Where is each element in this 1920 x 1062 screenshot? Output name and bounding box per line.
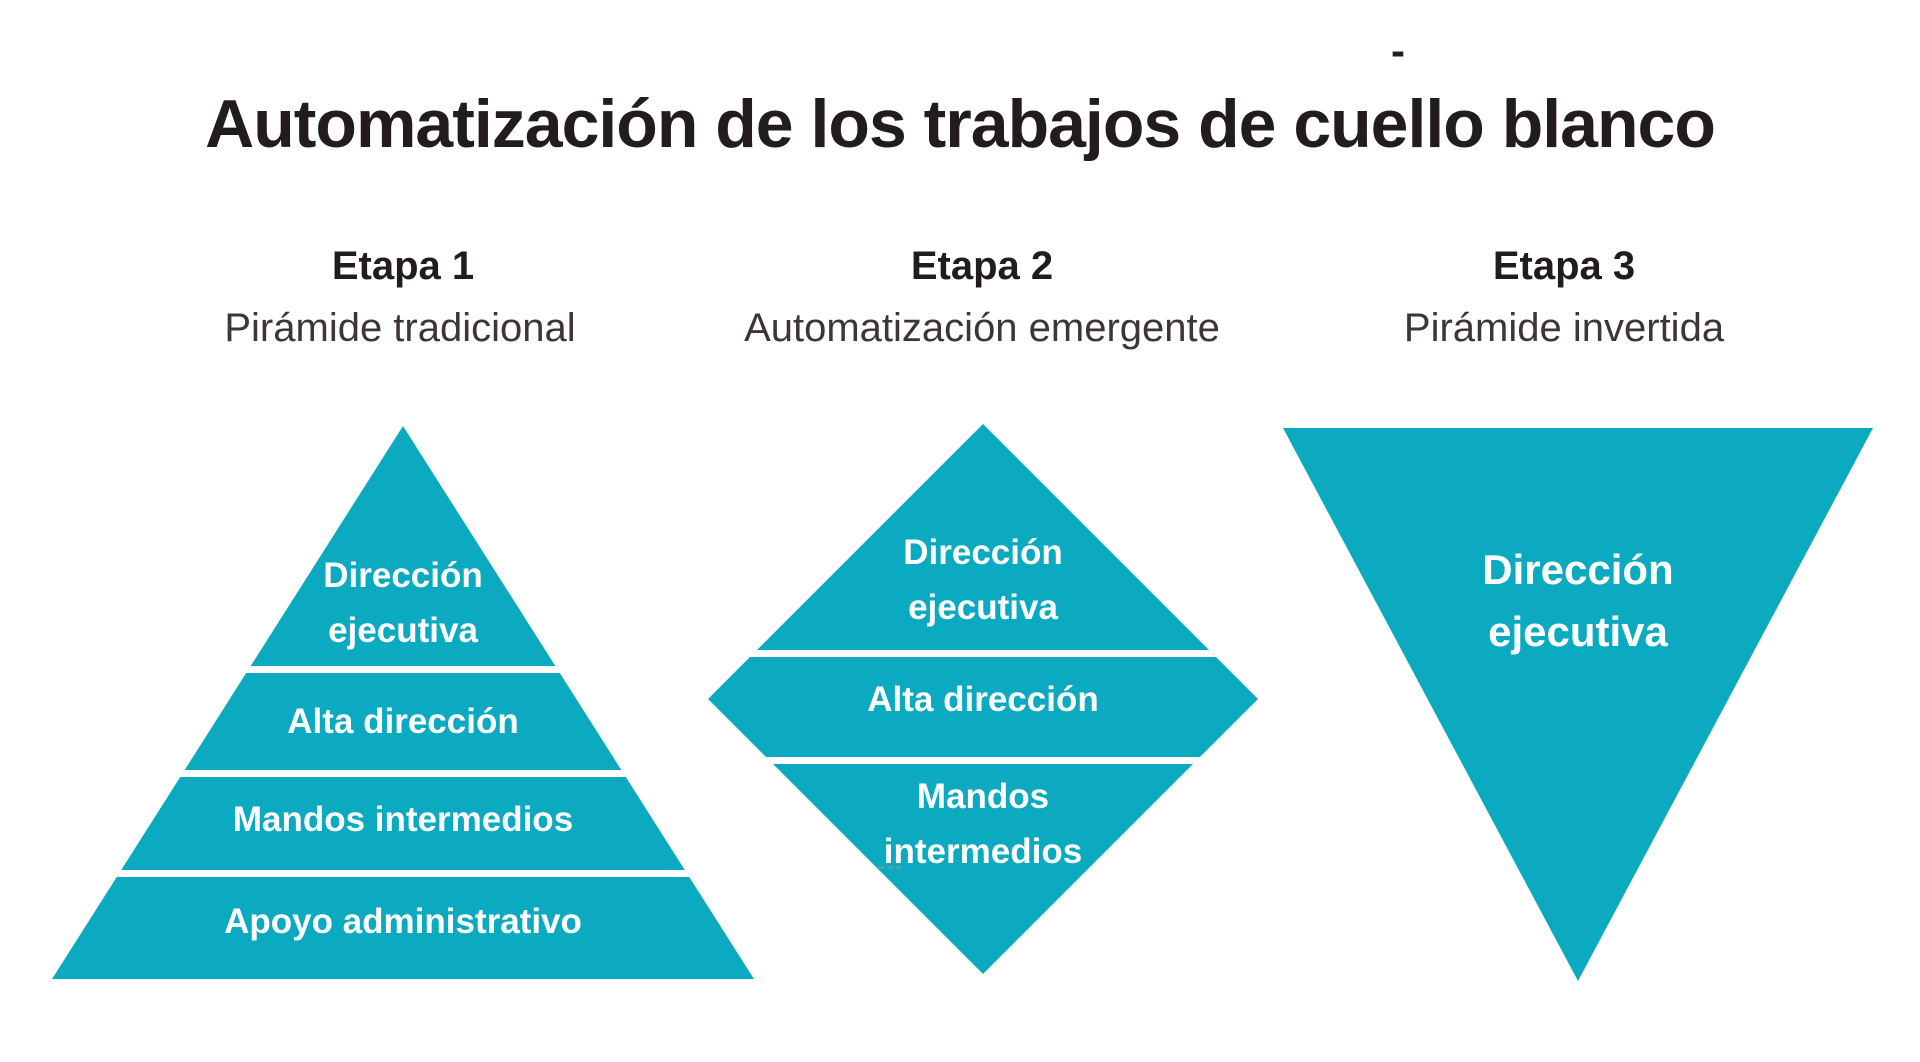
stage3-heading: Etapa 3 [1492,244,1636,288]
level-divider [708,650,1258,657]
label-line: Dirección [903,533,1063,572]
stage2-heading: Etapa 2 [910,244,1054,288]
pyramid-level-direccion-ejecutiva: Dirección ejecutiva [52,548,754,658]
pyramid-level-apoyo-administrativo: Apoyo administrativo [224,902,582,941]
label-line: Dirección [323,556,483,595]
stage2-subtitle: Automatización emergente [744,306,1220,350]
level-divider [52,870,754,877]
smudge-artifact [844,866,902,869]
label-line: ejecutiva [328,611,478,650]
diamond-level-direccion-ejecutiva: Dirección ejecutiva [708,525,1258,635]
inverted-pyramid-shape: Dirección ejecutiva [1283,428,1873,981]
emerging-automation-diamond-shape: Dirección ejecutiva Alta dirección Mando… [708,424,1258,974]
diamond-level-alta-direccion: Alta dirección [867,680,1099,719]
pyramid-level-alta-direccion: Alta dirección [287,702,519,741]
traditional-pyramid-shape: Dirección ejecutiva Alta dirección Mando… [52,426,754,979]
label-line: Dirección [1482,546,1674,593]
inverted-level-direccion-ejecutiva: Dirección ejecutiva [1283,539,1873,663]
stage1-heading: Etapa 1 [331,244,475,288]
label-line: ejecutiva [908,588,1058,627]
label-line: intermedios [883,832,1083,871]
level-divider [708,757,1258,764]
level-divider [52,666,754,673]
pyramid-level-mandos-intermedios: Mandos intermedios [232,800,574,839]
page-title: Automatización de los trabajos de cuello… [205,85,1716,162]
label-line: ejecutiva [1488,608,1668,655]
diamond-level-mandos-intermedios: Mandos intermedios [708,769,1258,879]
level-divider [52,770,754,777]
stray-dash-artifact: - [1391,27,1405,74]
label-line: Mandos [916,777,1050,816]
stage1-subtitle: Pirámide tradicional [224,306,576,350]
stage3-subtitle: Pirámide invertida [1403,306,1725,350]
